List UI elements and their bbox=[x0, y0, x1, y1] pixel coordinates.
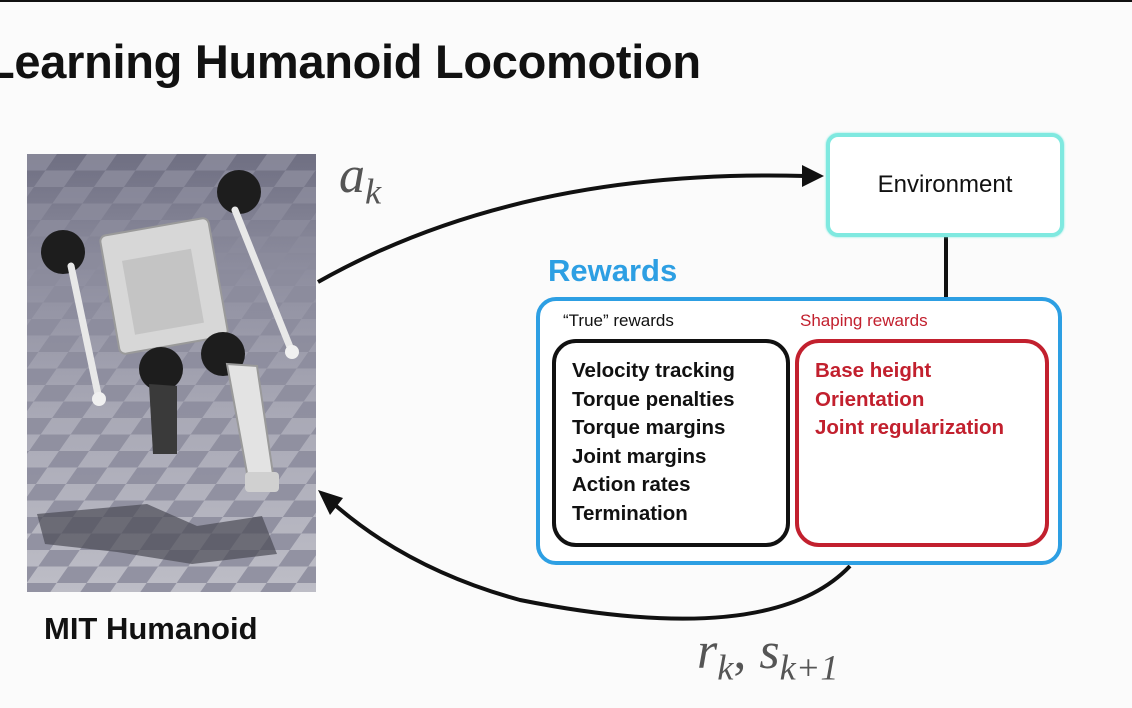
robot-simulation-image bbox=[27, 154, 316, 592]
list-item: Joint margins bbox=[572, 444, 707, 468]
feedback-arrowhead bbox=[318, 490, 343, 515]
robot-illustration bbox=[27, 154, 316, 592]
list-item: Torque penalties bbox=[572, 387, 735, 411]
shaping-rewards-list: Base height Orientation Joint regulariza… bbox=[815, 357, 1004, 443]
list-item: Termination bbox=[572, 501, 688, 525]
action-symbol: ak bbox=[339, 147, 382, 212]
robot-shadow bbox=[37, 504, 277, 564]
list-item: Base height bbox=[815, 359, 932, 382]
action-arrowhead bbox=[802, 165, 824, 187]
robot-caption: MIT Humanoid bbox=[44, 611, 258, 646]
left-shoulder bbox=[41, 230, 85, 274]
list-item: Joint regularization bbox=[815, 416, 1005, 440]
true-rewards-label: “True” rewards bbox=[563, 311, 674, 330]
feedback-arrow bbox=[333, 503, 852, 621]
robot-torso-face bbox=[122, 248, 204, 335]
rewards-title: Rewards bbox=[548, 253, 678, 288]
left-hand bbox=[92, 392, 106, 406]
true-rewards-box bbox=[552, 339, 790, 547]
left-leg bbox=[149, 384, 177, 454]
true-rewards-list: Velocity tracking Torque penalties Torqu… bbox=[572, 357, 735, 529]
reward-state-symbol: rk, sk+1 bbox=[697, 623, 839, 688]
slide-title: Learning Humanoid Locomotion bbox=[0, 35, 701, 88]
right-arm bbox=[231, 206, 296, 356]
action-arrow bbox=[317, 173, 806, 284]
top-divider bbox=[0, 0, 1132, 2]
right-foot bbox=[245, 472, 279, 492]
list-item: Velocity tracking bbox=[572, 359, 735, 382]
right-hand bbox=[285, 345, 299, 359]
shaping-rewards-label: Shaping rewards bbox=[800, 311, 928, 330]
environment-label: Environment bbox=[877, 171, 1013, 198]
list-item: Orientation bbox=[815, 387, 925, 411]
left-arm bbox=[67, 262, 103, 403]
list-item: Action rates bbox=[572, 473, 691, 497]
left-hip bbox=[139, 347, 183, 391]
list-item: Torque margins bbox=[572, 416, 726, 440]
shaping-rewards-box bbox=[795, 339, 1049, 547]
environment-box: Environment bbox=[826, 133, 1064, 237]
right-shoulder bbox=[217, 170, 261, 214]
